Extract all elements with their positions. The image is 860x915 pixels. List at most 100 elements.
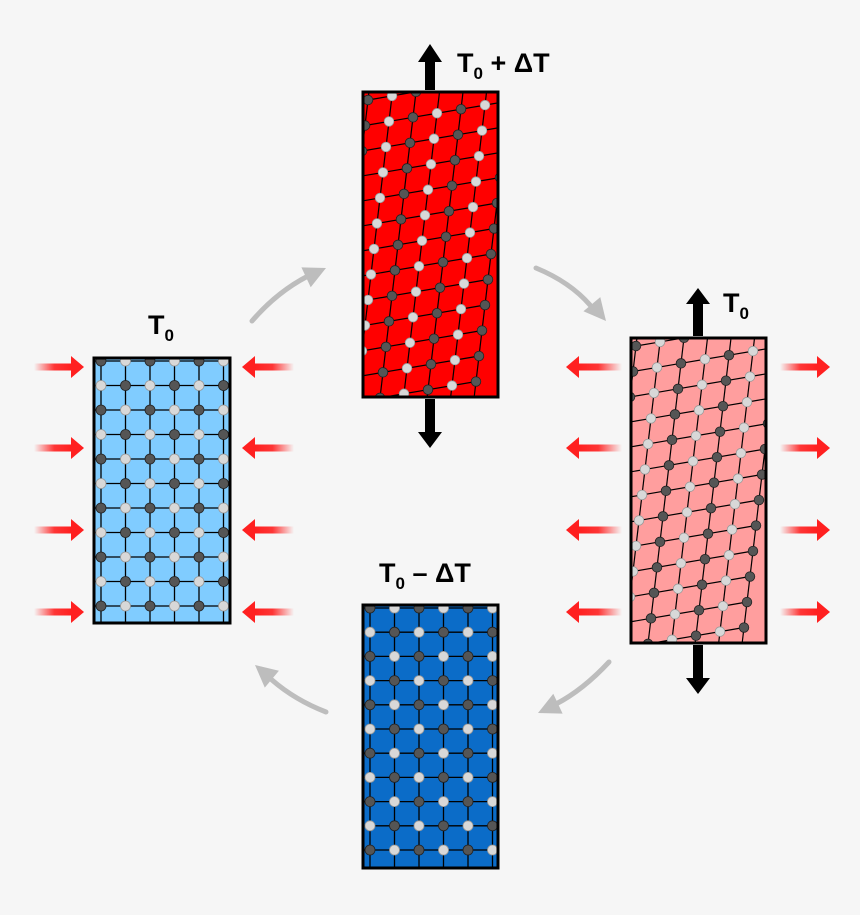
lattice-top bbox=[308, 74, 512, 437]
heat-arrow-left-icon bbox=[566, 601, 579, 623]
atom-light bbox=[327, 201, 337, 211]
atom-dark bbox=[744, 571, 756, 582]
atom-dark bbox=[711, 451, 723, 463]
lattice-bond bbox=[606, 376, 609, 402]
atom-light bbox=[193, 576, 205, 587]
atom-light bbox=[404, 337, 416, 348]
atom-light bbox=[389, 605, 400, 614]
atom-light bbox=[324, 227, 334, 237]
lattice-bond bbox=[609, 350, 612, 376]
atom-light bbox=[364, 723, 376, 735]
lattice-bond bbox=[509, 76, 512, 102]
atom-dark bbox=[485, 248, 497, 260]
atom-dark bbox=[413, 844, 425, 856]
atom-dark bbox=[657, 511, 669, 522]
atom-dark bbox=[497, 150, 498, 154]
atom-light bbox=[425, 159, 437, 170]
atom-light bbox=[365, 269, 377, 280]
lattice-bond bbox=[708, 308, 711, 334]
heat-arrow-right-icon bbox=[817, 519, 830, 541]
atom-dark bbox=[120, 429, 131, 440]
atom-light bbox=[464, 227, 476, 238]
heat-arrow-right-icon bbox=[71, 356, 84, 378]
lattice-bond bbox=[645, 665, 669, 669]
atom-light bbox=[438, 605, 449, 614]
atom-light bbox=[377, 167, 389, 178]
atom-dark bbox=[462, 651, 474, 662]
atom-light bbox=[389, 844, 400, 856]
atom-light bbox=[642, 438, 654, 450]
atom-light bbox=[169, 453, 180, 465]
atom-dark bbox=[455, 103, 467, 115]
atom-light bbox=[120, 404, 131, 416]
lattice-bond bbox=[759, 296, 783, 300]
atom-light bbox=[678, 532, 690, 543]
atom-dark bbox=[120, 576, 131, 587]
atom-dark bbox=[501, 122, 511, 132]
atom-dark bbox=[462, 605, 474, 614]
lattice-bond bbox=[335, 177, 359, 181]
atom-light bbox=[462, 723, 474, 735]
cycle-arrowhead-icon bbox=[301, 267, 326, 288]
atom-dark bbox=[487, 772, 498, 783]
lattice-bond bbox=[401, 415, 425, 419]
atom-light bbox=[754, 295, 764, 305]
atom-light bbox=[120, 600, 131, 612]
atom-light bbox=[380, 141, 392, 153]
atom-dark bbox=[342, 274, 352, 284]
lattice-bond bbox=[308, 406, 332, 410]
atom-dark bbox=[95, 404, 107, 416]
atom-light bbox=[438, 747, 449, 759]
atom-light bbox=[410, 286, 422, 297]
atom-light bbox=[312, 329, 322, 339]
cycle-arrowhead-icon bbox=[583, 297, 606, 321]
lattice-bond bbox=[311, 359, 314, 385]
atom-dark bbox=[750, 520, 762, 531]
lattice-bond bbox=[756, 322, 780, 326]
strain-down-arrow-icon bbox=[418, 399, 442, 448]
atom-dark bbox=[422, 384, 434, 395]
atom-light bbox=[144, 527, 156, 538]
heat-arrow-left-icon bbox=[242, 437, 255, 459]
atom-dark bbox=[351, 197, 361, 207]
heat-arrow-right-icon bbox=[71, 519, 84, 541]
atom-dark bbox=[648, 587, 660, 599]
panel-right-border bbox=[629, 336, 768, 645]
atom-light bbox=[386, 92, 398, 102]
atom-light bbox=[416, 235, 428, 246]
atom-light bbox=[342, 74, 352, 84]
panel-left-border bbox=[92, 356, 232, 625]
cycle-arrowhead-icon bbox=[255, 665, 279, 688]
atom-light bbox=[120, 502, 131, 514]
lattice-bond bbox=[317, 330, 341, 334]
atom-dark bbox=[413, 796, 425, 807]
lattice-bond bbox=[579, 627, 603, 631]
strain-down-arrow-icon bbox=[686, 645, 710, 694]
atom-dark bbox=[364, 747, 376, 759]
atom-dark bbox=[348, 223, 358, 233]
atom-dark bbox=[380, 341, 392, 353]
atom-light bbox=[654, 338, 666, 348]
heat-arrow-shaft bbox=[34, 444, 71, 452]
strain-arrows-top bbox=[418, 44, 442, 448]
atom-light bbox=[407, 312, 419, 323]
atom-dark bbox=[401, 163, 413, 174]
atom-dark bbox=[395, 214, 407, 225]
atom-light bbox=[461, 252, 473, 264]
lattice-bond bbox=[326, 232, 329, 257]
atom-dark bbox=[169, 429, 180, 440]
atom-dark bbox=[413, 651, 425, 662]
atom-light bbox=[364, 820, 376, 832]
atom-light bbox=[309, 354, 319, 364]
atom-light bbox=[714, 626, 726, 637]
heat-arrow-shaft bbox=[780, 526, 817, 534]
atom-dark bbox=[193, 453, 205, 465]
atom-dark bbox=[327, 401, 337, 411]
atom-dark bbox=[708, 477, 720, 488]
atom-dark bbox=[144, 600, 156, 612]
atom-dark bbox=[218, 380, 229, 391]
atom-light bbox=[687, 456, 699, 467]
atom-dark bbox=[324, 427, 334, 437]
atom-light bbox=[751, 321, 761, 331]
atom-light bbox=[169, 404, 180, 416]
